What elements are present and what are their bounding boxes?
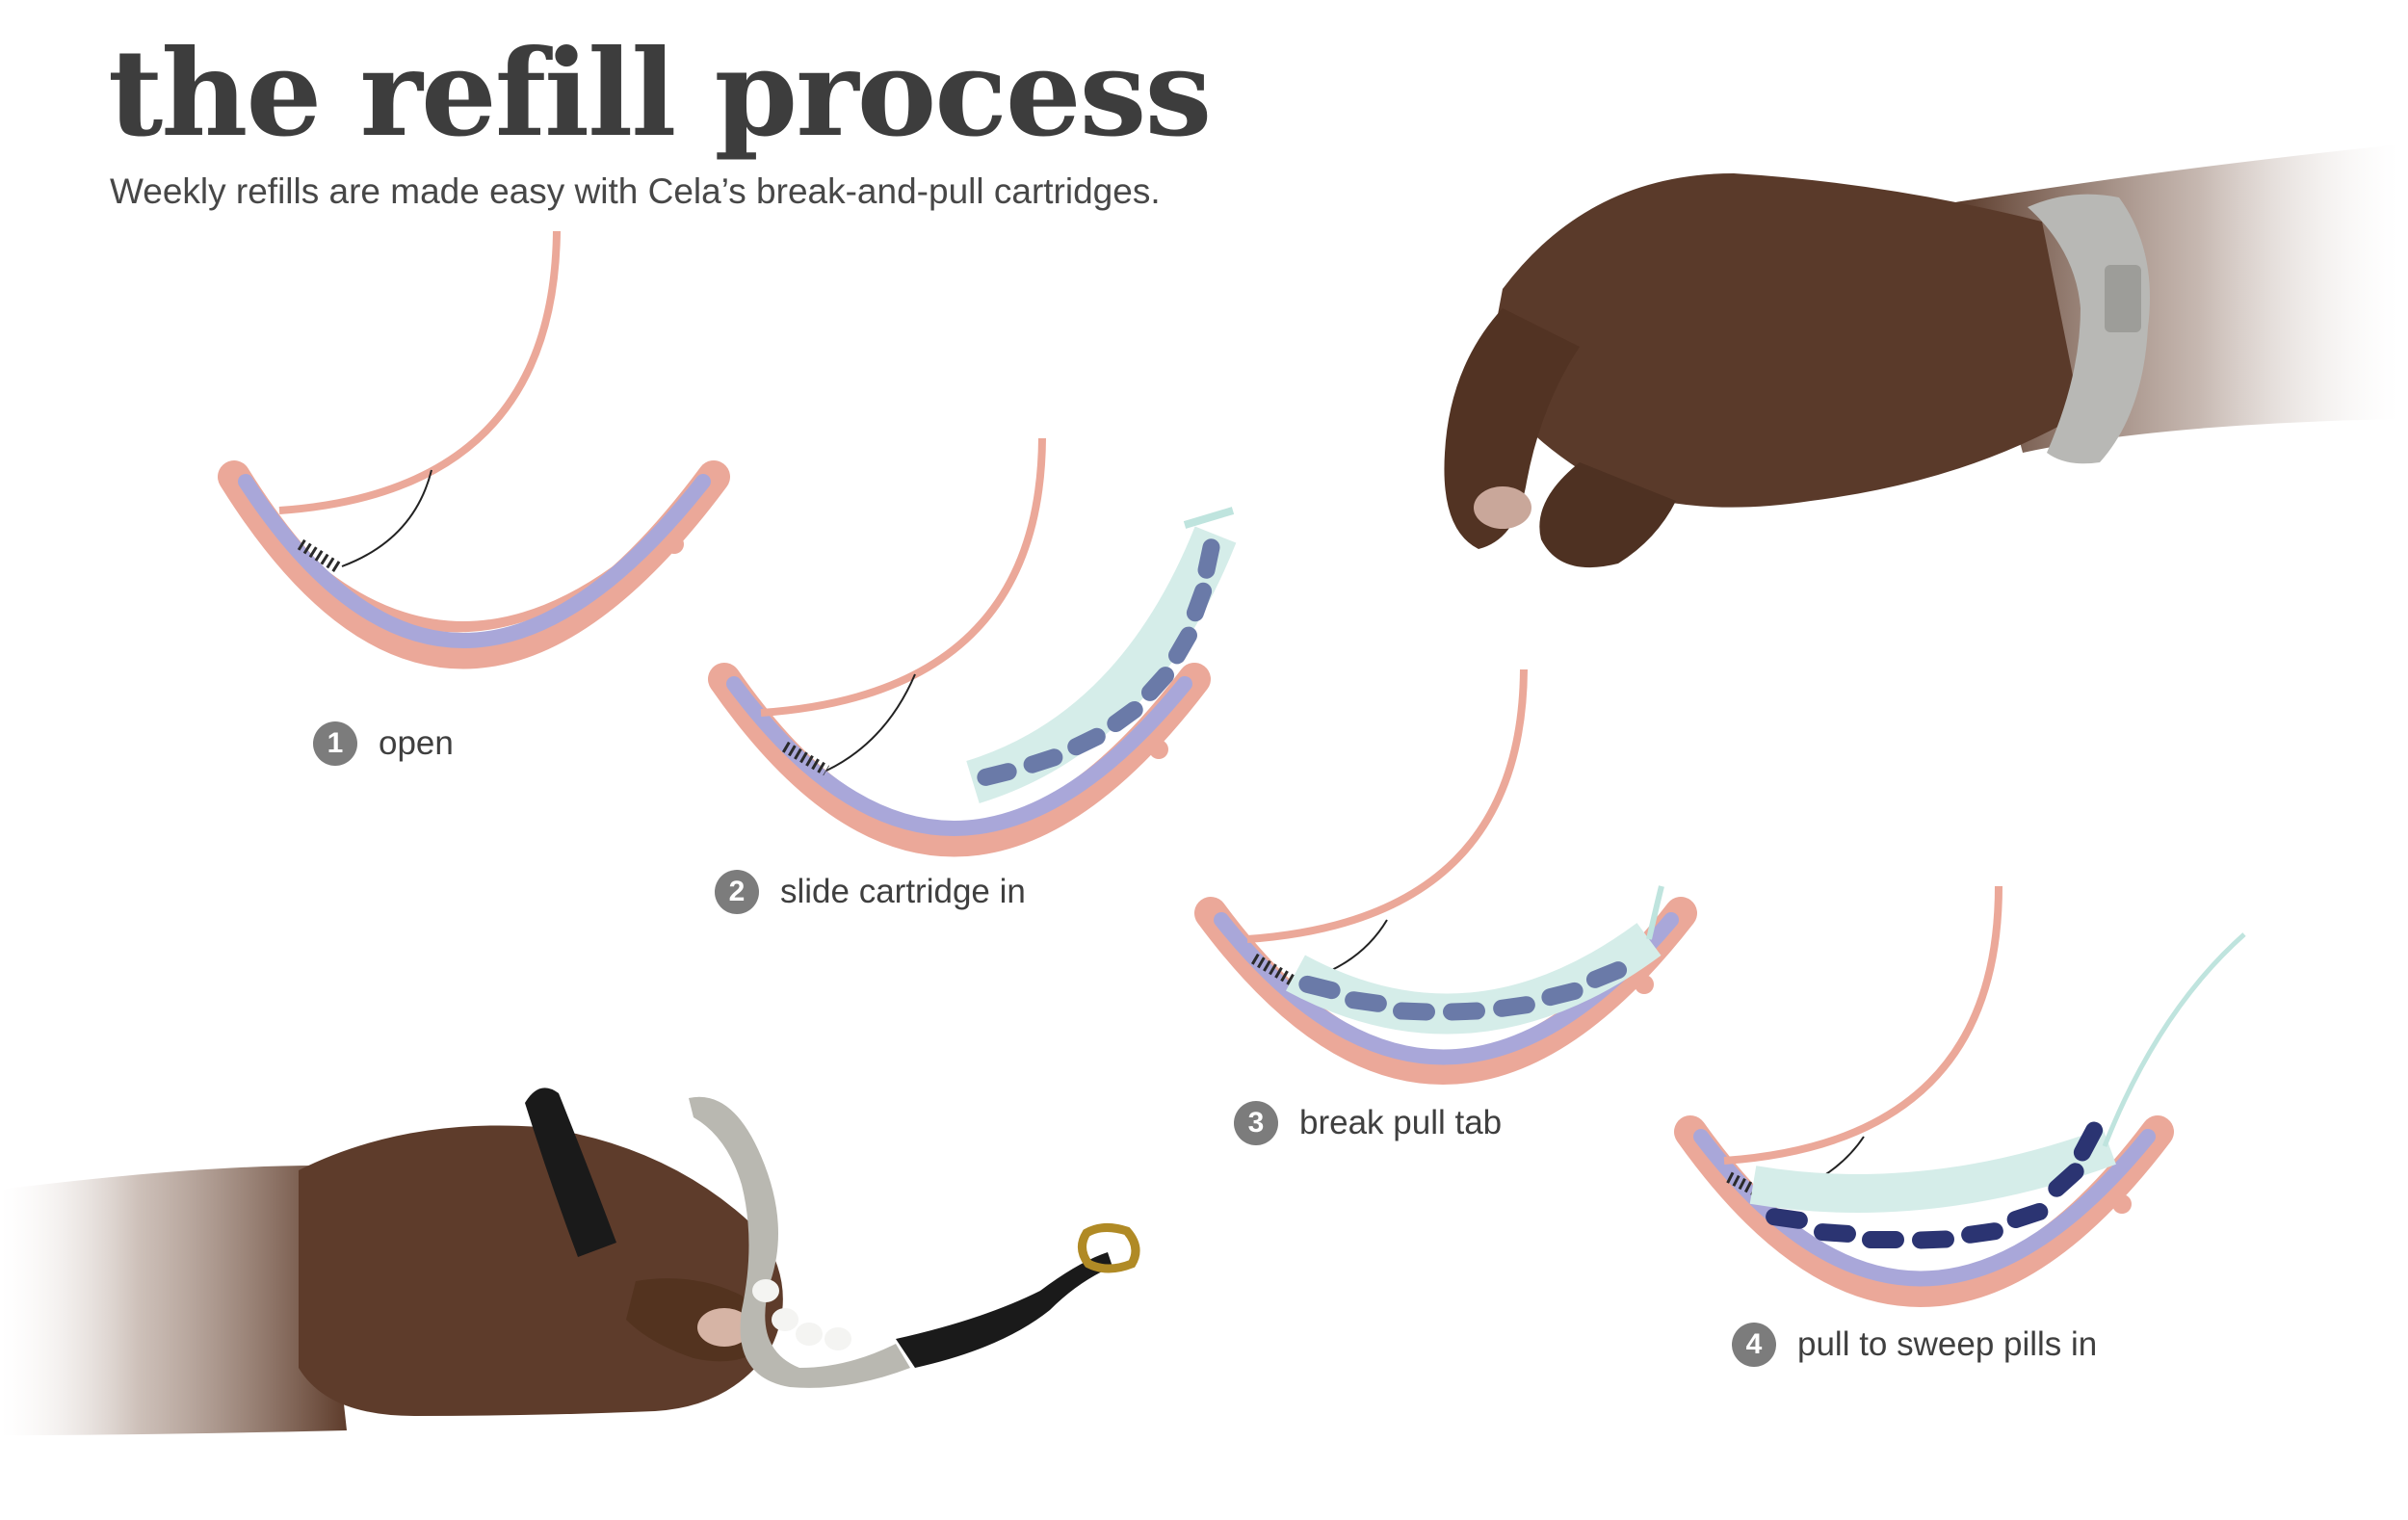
pill — [772, 1308, 798, 1331]
band-inner-channel — [238, 474, 711, 648]
step-2-slide-diagram — [708, 437, 1237, 857]
thumbnail — [697, 1308, 751, 1347]
step-1-badge: 1 — [313, 721, 357, 766]
pill — [1345, 991, 1387, 1012]
pill — [1168, 626, 1197, 665]
band-clasp-knob — [665, 535, 684, 554]
black-strap-lower — [896, 1252, 1112, 1368]
hand-holding-bracelet-icon — [0, 1088, 1140, 1435]
bracelet-pills — [752, 1279, 851, 1350]
hinge-teeth — [297, 538, 343, 574]
step-4-sweep-diagram — [1674, 885, 2246, 1307]
cartridge-sleeve — [966, 526, 1237, 803]
step-3-label: break pull tab — [1299, 1104, 1503, 1141]
hand-palm — [299, 1125, 783, 1416]
pill — [2006, 1202, 2049, 1229]
cartridge-pills — [1298, 961, 1628, 1021]
band-inner-channel — [726, 676, 1192, 836]
forearm-fade — [0, 1166, 347, 1435]
step-2-caption: 2 slide cartridge in — [715, 870, 1026, 914]
step-2-label: slide cartridge in — [780, 873, 1026, 910]
hinge-teeth — [781, 741, 830, 776]
band-clasp-knob — [1149, 740, 1168, 759]
hand-wrist-bracelet-icon — [1444, 144, 2398, 568]
step-1-label: open — [379, 724, 454, 762]
pill — [1961, 1222, 2003, 1244]
pill — [824, 1327, 851, 1350]
page-subtitle: Weekly refills are made easy with Cela’s… — [110, 171, 1161, 211]
pull-strip — [2102, 932, 2246, 1147]
pill — [1541, 982, 1584, 1007]
pill — [1912, 1230, 1954, 1249]
broken-pull-tab — [1646, 885, 1664, 940]
pill — [1067, 727, 1106, 756]
pill — [977, 763, 1017, 786]
pill — [1140, 667, 1175, 701]
pill — [1393, 1002, 1435, 1021]
index-finger — [1444, 308, 1580, 549]
step-4-badge: 4 — [1732, 1323, 1776, 1367]
band-clasp-knob — [2112, 1194, 2132, 1214]
pill — [1298, 975, 1341, 1000]
step-3-badge: 3 — [1234, 1101, 1278, 1145]
step-1-caption: 1 open — [313, 721, 454, 766]
pill — [1107, 700, 1143, 733]
pill — [1493, 996, 1535, 1017]
gold-buckle — [1078, 1223, 1140, 1273]
band-lid-arc — [278, 230, 561, 514]
cartridge-sleeve — [1749, 1128, 2116, 1213]
cartridge-pull-tab — [1183, 507, 1235, 529]
pill — [1585, 961, 1628, 988]
pill — [796, 1323, 823, 1346]
pill — [2073, 1121, 2104, 1162]
pill — [752, 1279, 779, 1302]
pill — [1186, 582, 1213, 622]
silver-band — [689, 1096, 910, 1388]
pill — [1862, 1231, 1904, 1248]
bracelet-clasp — [2105, 265, 2141, 332]
step-1-open-diagram — [218, 230, 730, 669]
band-lid-arc — [1723, 885, 2002, 1165]
cartridge-pills — [977, 538, 1220, 786]
page-title: the refill process — [108, 24, 1212, 164]
hinge-wire — [341, 469, 432, 567]
step-4-caption: 4 pull to sweep pills in — [1732, 1323, 2097, 1367]
fingernail — [1474, 486, 1531, 529]
pill — [1197, 538, 1220, 579]
pill — [1443, 1002, 1485, 1021]
step-3-break-diagram — [1194, 668, 1697, 1085]
hand-back — [1488, 173, 2081, 508]
band-outer-shell — [234, 472, 714, 633]
hinge-teeth — [1250, 953, 1299, 988]
hinge-wire — [825, 673, 916, 772]
thumb — [1539, 462, 1676, 568]
band-lid-arc — [760, 437, 1046, 717]
step-4-label: pull to sweep pills in — [1797, 1325, 2098, 1363]
pill — [1023, 748, 1063, 773]
black-strap-upper — [525, 1088, 616, 1257]
pill — [2048, 1163, 2084, 1197]
pill — [1814, 1223, 1856, 1243]
wrist-bracelet — [2028, 194, 2150, 464]
swept-pills — [1766, 1121, 2104, 1249]
band-clasp-knob — [1635, 975, 1654, 994]
pill — [1766, 1208, 1808, 1229]
band-lid-arc — [1246, 668, 1528, 943]
step-2-badge: 2 — [715, 870, 759, 914]
step-3-caption: 3 break pull tab — [1234, 1101, 1502, 1145]
